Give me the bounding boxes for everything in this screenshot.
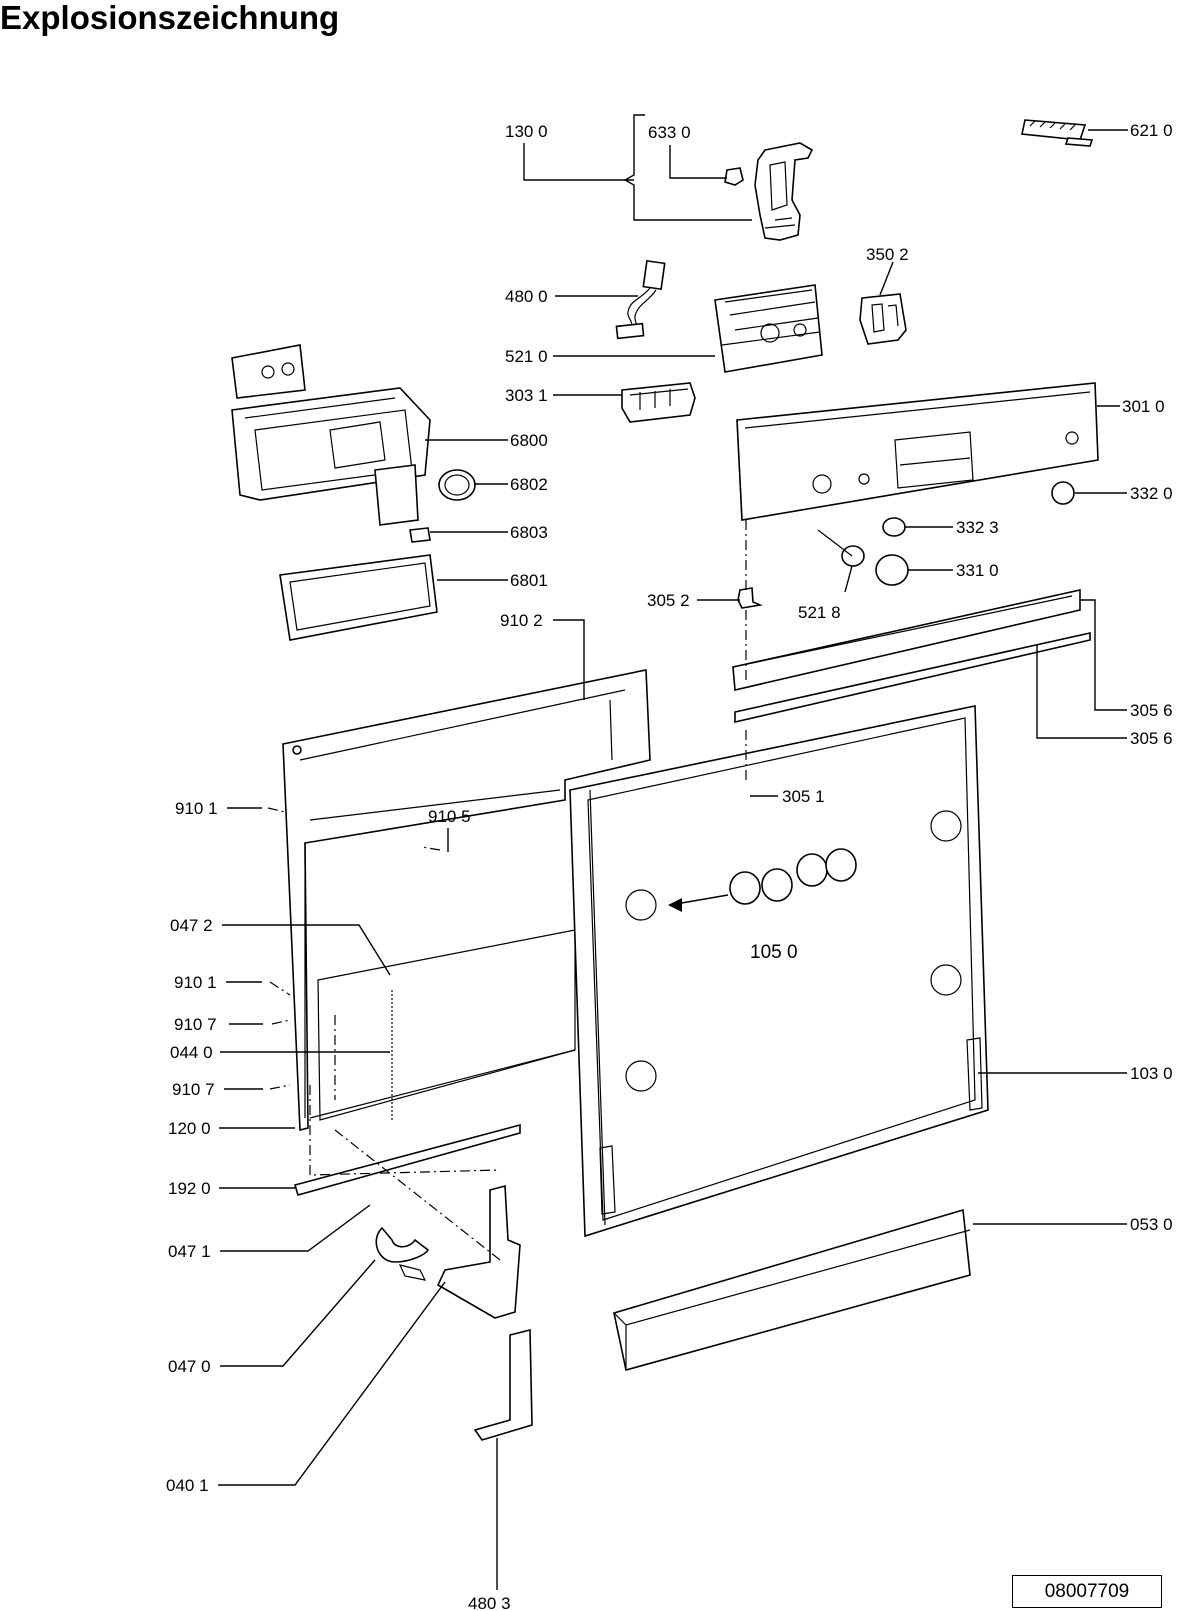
part-rollers-105 bbox=[668, 848, 857, 912]
callout-192-0: 192 0 bbox=[168, 1179, 211, 1198]
callout-350-2: 350 2 bbox=[866, 245, 909, 264]
part-control-module-521 bbox=[714, 284, 823, 373]
callout-6802: 6802 bbox=[510, 475, 548, 494]
callout-044-0: 044 0 bbox=[170, 1043, 213, 1062]
part-foot-bracket-480-3 bbox=[473, 1328, 533, 1441]
part-dispenser-6800 bbox=[231, 344, 431, 526]
callout-633-0: 633 0 bbox=[648, 123, 691, 142]
callout-047-2: 047 2 bbox=[170, 916, 213, 935]
callout-040-1: 040 1 bbox=[166, 1476, 209, 1495]
callout-6801: 6801 bbox=[510, 571, 548, 590]
callout-053-0: 053 0 bbox=[1130, 1215, 1173, 1234]
part-switch-350 bbox=[859, 293, 907, 345]
callout-332-3: 332 3 bbox=[956, 518, 999, 537]
callout-047-0: 047 0 bbox=[168, 1357, 211, 1376]
part-gasket-6801 bbox=[279, 554, 438, 641]
callout-521-0: 521 0 bbox=[505, 347, 548, 366]
callout-521-8: 521 8 bbox=[798, 603, 841, 622]
callout-105-0: 105 0 bbox=[750, 942, 798, 963]
part-hinge-bracket-047 bbox=[375, 1184, 521, 1319]
callout-6800: 6800 bbox=[510, 431, 548, 450]
document-number: 08007709 bbox=[1012, 1575, 1162, 1608]
part-button-strip-303 bbox=[621, 382, 696, 423]
callout-130-0: 130 0 bbox=[505, 122, 548, 141]
part-strip-192 bbox=[293, 1123, 521, 1196]
part-connector-621 bbox=[1021, 119, 1094, 147]
part-seal-ring-6802 bbox=[438, 469, 476, 501]
callout-305-1: 305 1 bbox=[782, 787, 825, 806]
callout-910-2: 910 2 bbox=[500, 611, 543, 630]
page-title: Explosionszeichnung bbox=[0, 0, 340, 36]
callout-331-0: 331 0 bbox=[956, 561, 999, 580]
callout-301-0: 301 0 bbox=[1122, 397, 1165, 416]
callout-910-7-a: 910 7 bbox=[174, 1015, 217, 1034]
part-wiring-480 bbox=[615, 259, 666, 340]
part-knob-332-3 bbox=[882, 517, 906, 537]
callout-621-0: 621 0 bbox=[1130, 121, 1173, 140]
callout-047-1: 047 1 bbox=[168, 1242, 211, 1261]
callout-303-1: 303 1 bbox=[505, 386, 548, 405]
callout-305-6-b: 305 6 bbox=[1130, 729, 1173, 748]
callout-910-7-b: 910 7 bbox=[172, 1080, 215, 1099]
part-hinge-assembly bbox=[724, 142, 814, 241]
callout-6803: 6803 bbox=[510, 523, 548, 542]
part-potentiometer-521-8 bbox=[817, 529, 865, 567]
part-clip-6803 bbox=[409, 527, 431, 543]
part-knob-332-0 bbox=[1051, 481, 1075, 505]
callout-480-0: 480 0 bbox=[505, 287, 548, 306]
part-knob-331-0 bbox=[875, 554, 909, 586]
part-plinth-053 bbox=[613, 1208, 971, 1371]
callout-910-5: 910 5 bbox=[428, 807, 471, 826]
callout-305-2: 305 2 bbox=[647, 591, 690, 610]
callout-910-1-b: 910 1 bbox=[174, 973, 217, 992]
part-door-frame bbox=[282, 669, 651, 1132]
callout-480-3: 480 3 bbox=[468, 1594, 511, 1611]
part-outer-door-103 bbox=[569, 705, 989, 1238]
part-bracket-305-2 bbox=[737, 587, 763, 609]
callout-305-6-a: 305 6 bbox=[1130, 701, 1173, 720]
part-rails-305-6 bbox=[732, 589, 1091, 724]
callout-910-1-a: 910 1 bbox=[175, 799, 218, 818]
callout-103-0: 103 0 bbox=[1130, 1064, 1173, 1083]
callout-120-0: 120 0 bbox=[168, 1119, 211, 1138]
callout-332-0: 332 0 bbox=[1130, 484, 1173, 503]
part-control-panel-301 bbox=[736, 382, 1099, 521]
